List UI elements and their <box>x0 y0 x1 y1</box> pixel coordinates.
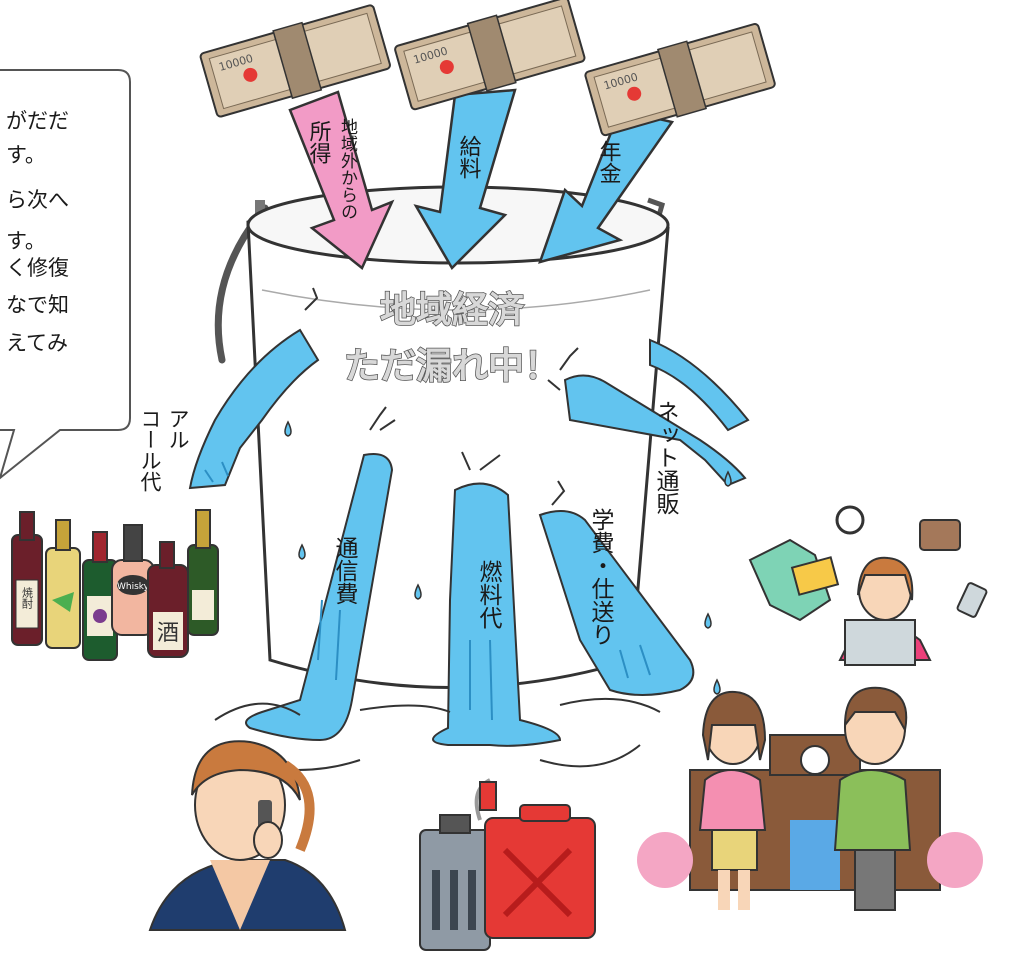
bucket-title-line-1: 地域経済 <box>380 290 524 331</box>
online-shopper <box>748 505 988 666</box>
banknote-bundle: 10000 <box>584 23 776 137</box>
outflow-label-alcohol-2: コール代 <box>138 408 162 492</box>
water-droplets <box>284 420 732 695</box>
banknote-bundle: 10000 <box>394 0 586 111</box>
fuel-cans <box>419 778 596 951</box>
bubble-line: す。 <box>6 143 46 167</box>
inflow-label-pension: 年金 <box>596 140 622 184</box>
inflow-arrow-salary: 給料 <box>413 88 517 271</box>
water-puddle <box>214 697 661 771</box>
bubble-line: なで知 <box>6 293 69 317</box>
inflow-arrow-pension: 年金 <box>538 108 675 264</box>
bubble-line: えてみ <box>6 331 68 355</box>
leak-stream-fuel <box>432 482 562 747</box>
outflow-label-fuel: 燃料代 <box>475 560 503 629</box>
bubble-line: く修復 <box>6 256 69 280</box>
banknote-bundle: 10000 <box>199 4 391 118</box>
bottle-label-whisky: Whisky <box>117 582 150 592</box>
leak-stream-school <box>538 510 695 696</box>
school-building <box>637 734 983 891</box>
bottle-label-sake: 酒 <box>157 621 179 646</box>
bucket-title-line-2: ただ漏れ中！ <box>344 346 560 387</box>
liquor-bottles: 焼酎 Whisky 酒 <box>11 509 219 661</box>
student-girl <box>698 690 767 910</box>
speech-bubble: がだだ す。 ら次へ す。 く修復 なで知 えてみ <box>0 69 131 480</box>
inflow-label-income: 所得 <box>306 120 332 164</box>
leak-stream-alcohol <box>188 328 320 490</box>
bubble-line: がだだ <box>6 109 69 133</box>
woman-on-phone <box>148 740 347 931</box>
outflow-label-telecom: 通信費 <box>331 536 359 605</box>
bubble-line: す。 <box>6 229 46 253</box>
outflow-label-school: 学費・仕送り <box>587 508 615 646</box>
inflow-arrow-outside-income: 所得 地域外からの <box>288 90 395 270</box>
leak-stream-telecom <box>245 453 394 742</box>
student-boy <box>833 686 912 911</box>
inflow-label-salary: 給料 <box>456 135 482 179</box>
outflow-label-online: ネット通販 <box>652 400 680 515</box>
bubble-line: ら次へ <box>6 188 69 212</box>
bucket-title: 地域経済 ただ漏れ中！ <box>343 289 561 388</box>
outflow-label-alcohol-1: アル <box>166 408 190 450</box>
bottle-label-shochu: 焼酎 <box>21 587 34 609</box>
inflow-label-outside: 地域外からの <box>337 118 358 220</box>
leak-stream-online <box>563 338 750 487</box>
